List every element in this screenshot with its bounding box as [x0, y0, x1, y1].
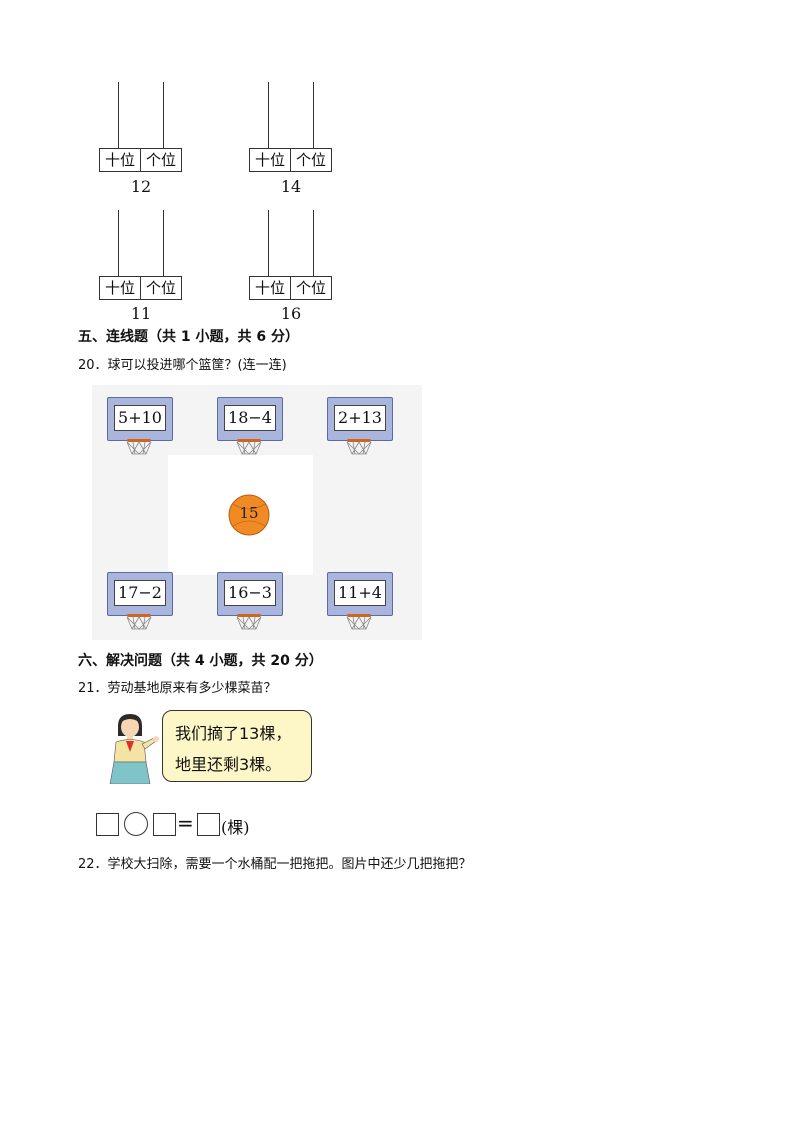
hoop-equation: 18−4 — [224, 405, 276, 431]
hoop-top-1[interactable]: 5+10 — [107, 397, 173, 459]
speech-line-1: 我们摘了13棵， — [175, 724, 292, 743]
answer-box-2[interactable] — [153, 813, 176, 836]
abacus-number: 12 — [130, 177, 152, 196]
hoop-equation: 11+4 — [334, 580, 386, 606]
hoop-bottom-3[interactable]: 11+4 — [327, 572, 393, 634]
abacus-number: 14 — [280, 177, 302, 196]
net-icon — [126, 441, 152, 455]
ones-rod — [313, 210, 314, 276]
hoop-bottom-2[interactable]: 16−3 — [217, 572, 283, 634]
net-icon — [236, 616, 262, 630]
unit-label: (棵) — [221, 818, 250, 837]
ball-value: 15 — [239, 504, 259, 522]
tens-rod — [268, 82, 269, 148]
rim — [237, 439, 261, 442]
ones-label: 个位 — [140, 277, 181, 299]
tens-rod — [268, 210, 269, 276]
answer-box-result[interactable] — [197, 813, 220, 836]
place-value-table: 十位 个位 — [249, 148, 332, 172]
net-icon — [126, 616, 152, 630]
ones-label: 个位 — [290, 149, 331, 171]
abacus-16: 十位 个位 16 — [246, 210, 486, 330]
ones-label: 个位 — [290, 277, 331, 299]
place-value-table: 十位 个位 — [99, 276, 182, 300]
abacus-12: 十位 个位 12 — [96, 82, 336, 202]
tens-label: 十位 — [104, 279, 135, 297]
abacus-14: 十位 个位 14 — [246, 82, 486, 202]
ones-rod — [163, 210, 164, 276]
net-icon — [346, 616, 372, 630]
rim — [127, 614, 151, 617]
answer-box-1[interactable] — [96, 813, 119, 836]
tens-rod — [118, 210, 119, 276]
rim — [347, 614, 371, 617]
speech-bubble: 我们摘了13棵， 地里还剩3棵。 — [162, 710, 312, 782]
basketball-icon[interactable] — [228, 494, 270, 536]
hoop-top-3[interactable]: 2+13 — [327, 397, 393, 459]
abacus-number: 11 — [130, 304, 152, 323]
tens-label: 十位 — [254, 151, 285, 169]
rim — [237, 614, 261, 617]
abacus-number: 16 — [280, 304, 302, 323]
tens-label: 十位 — [254, 279, 285, 297]
tens-rod — [118, 82, 119, 148]
net-icon — [346, 441, 372, 455]
ones-rod — [163, 82, 164, 148]
section-5-heading: 五、连线题（共 1 小题，共 6 分） — [78, 329, 299, 345]
hoop-bottom-1[interactable]: 17−2 — [107, 572, 173, 634]
ones-rod — [313, 82, 314, 148]
tens-label: 十位 — [104, 151, 135, 169]
hoop-equation: 17−2 — [114, 580, 166, 606]
teacher-illustration — [109, 714, 159, 784]
question-22: 22．学校大扫除，需要一个水桶配一把拖把。图片中还少几把拖把？ — [78, 857, 472, 872]
abacus-11: 十位 个位 11 — [96, 210, 336, 330]
place-value-table: 十位 个位 — [99, 148, 182, 172]
speech-line-2: 地里还剩3棵。 — [175, 755, 282, 774]
hoop-equation: 5+10 — [114, 405, 166, 431]
ones-label: 个位 — [140, 149, 181, 171]
hoop-equation: 16−3 — [224, 580, 276, 606]
rim — [127, 439, 151, 442]
net-icon — [236, 441, 262, 455]
hoop-top-2[interactable]: 18−4 — [217, 397, 283, 459]
section-6-heading: 六、解决问题（共 4 小题，共 20 分） — [78, 653, 323, 669]
question-20: 20．球可以投进哪个篮筐？(连一连) — [78, 358, 287, 373]
operator-circle[interactable] — [124, 812, 148, 836]
rim — [347, 439, 371, 442]
hoop-equation: 2+13 — [334, 405, 386, 431]
equals-sign: = — [177, 811, 194, 835]
question-21: 21．劳动基地原来有多少棵菜苗？ — [78, 681, 277, 696]
place-value-table: 十位 个位 — [249, 276, 332, 300]
